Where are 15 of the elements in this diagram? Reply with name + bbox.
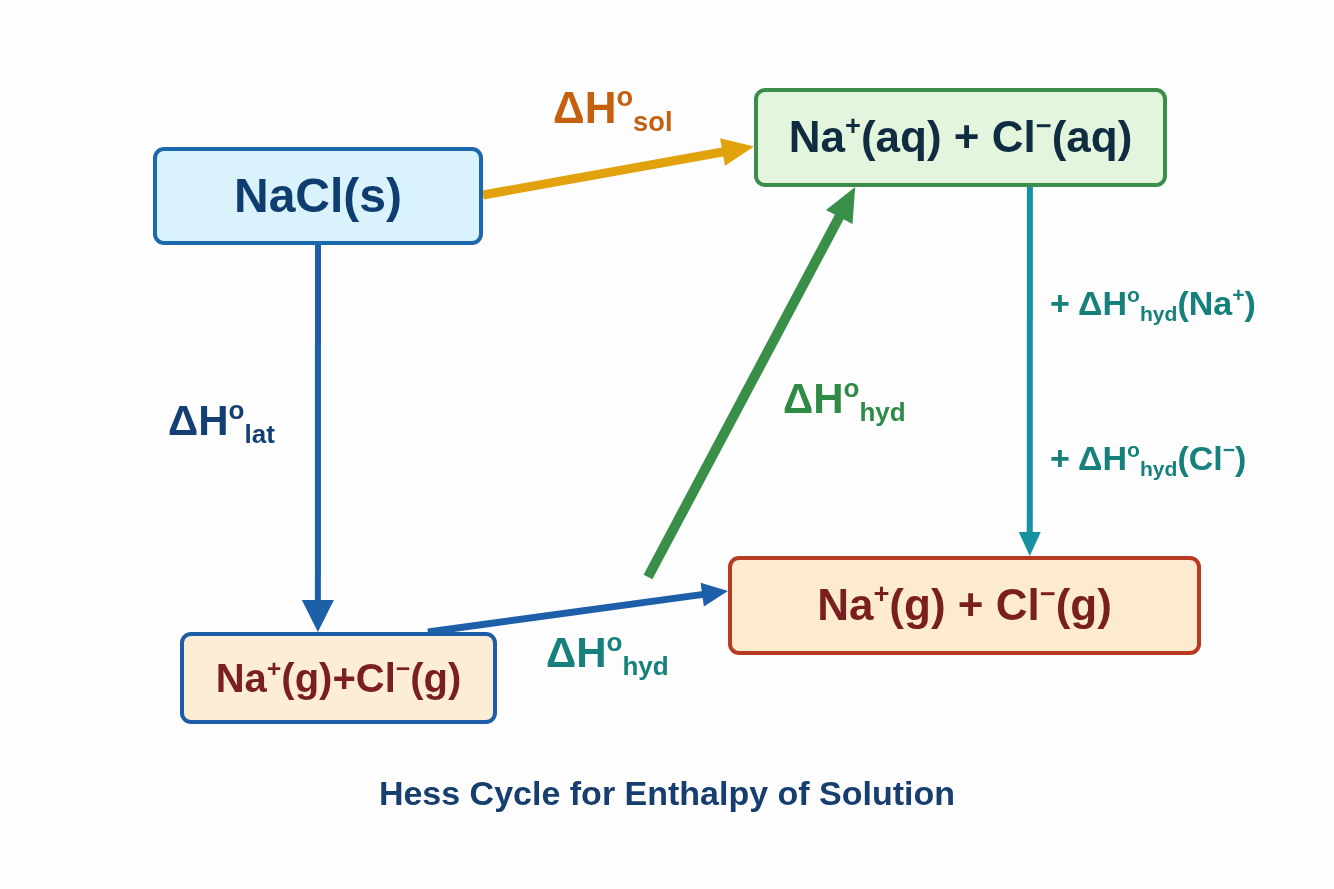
- formula-text: Na$^{+}$(g) + Cl$^{−}$(g): [817, 580, 1112, 631]
- formula-text: Na$^{+}$(aq) + Cl$^{−}$(aq): [788, 112, 1133, 163]
- formula-text: Na$^{+}$(g)+Cl$^{−}$(g): [215, 655, 462, 701]
- enthalpy-term: + ΔH$^{o}$$_{hyd}$(Na$^{+}$): [1050, 283, 1256, 324]
- arrow: [301, 245, 334, 632]
- formula-text: NaCl(s): [234, 168, 402, 224]
- diagram-title: Hess Cycle for Enthalpy of Solution: [378, 774, 956, 813]
- arrow: [643, 187, 856, 580]
- enthalpy-term: + ΔH$^{o}$$_{hyd}$(Cl$^{−}$): [1050, 438, 1247, 479]
- arrow: [482, 138, 754, 200]
- state-box: [180, 632, 497, 724]
- state-box: [728, 556, 1201, 655]
- state-box: [754, 88, 1167, 187]
- arrow: [1018, 187, 1041, 556]
- state-box: [153, 147, 483, 245]
